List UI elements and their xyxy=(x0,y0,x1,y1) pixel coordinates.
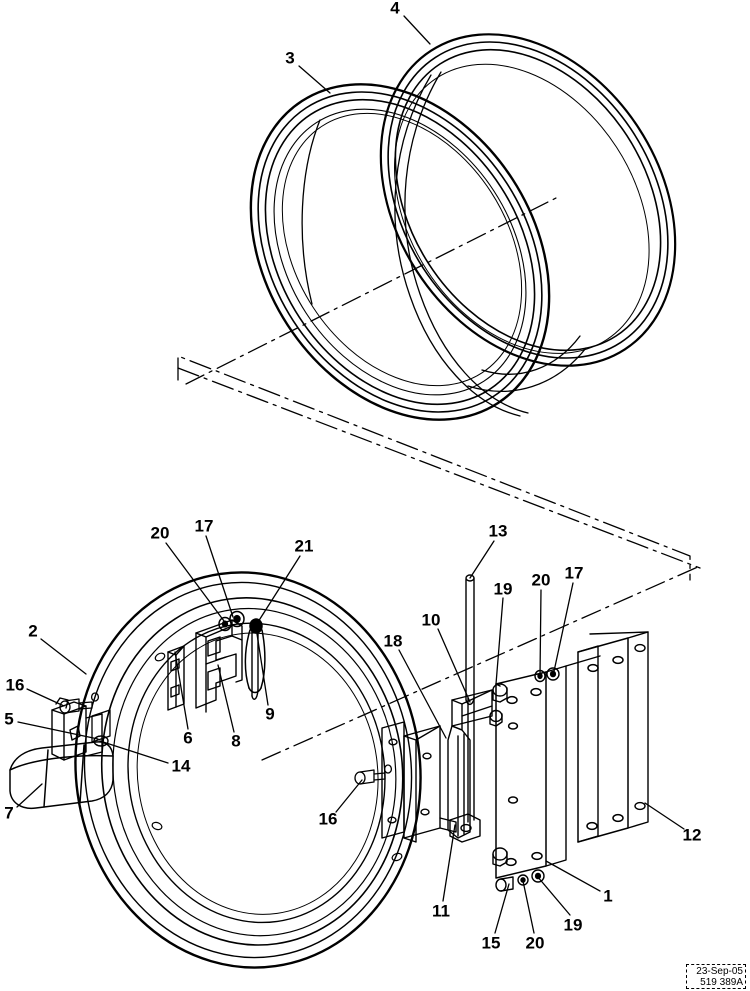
leader-line-7 xyxy=(16,783,43,808)
assembly-centerline xyxy=(177,355,701,581)
callout-number-12: 12 xyxy=(682,825,702,845)
hinge-block-part-10 xyxy=(451,689,493,731)
centerline-lower-axis xyxy=(261,565,701,761)
leader-line-2 xyxy=(40,638,87,675)
callout-number-17: 17 xyxy=(564,563,584,583)
hinge-leaf-part-8 xyxy=(195,619,243,713)
washer-part-20 xyxy=(218,616,232,632)
leader-line-3 xyxy=(298,65,331,94)
callout-number-5: 5 xyxy=(4,709,14,729)
leader-line-6 xyxy=(174,651,189,730)
callout-number-21: 21 xyxy=(294,536,314,556)
leader-line-17 xyxy=(205,535,234,618)
callout-number-7: 7 xyxy=(4,803,14,823)
leader-line-5 xyxy=(17,721,99,740)
fastener-part-16-right xyxy=(354,764,393,785)
leader-line-15 xyxy=(494,883,510,934)
hinge-post-part-13 xyxy=(465,574,475,706)
keeper-part-14 xyxy=(91,709,111,747)
fastener-part-16-left xyxy=(59,692,100,714)
leader-line-21 xyxy=(257,555,301,623)
leader-line-13 xyxy=(469,540,495,579)
callout-number-16: 16 xyxy=(5,675,25,695)
leader-line-14 xyxy=(99,740,169,764)
centerline-upper-axis xyxy=(185,195,561,385)
callout-number-2: 2 xyxy=(28,621,38,641)
callout-number-17: 17 xyxy=(194,516,214,536)
callout-number-19: 19 xyxy=(563,915,583,935)
hinge-plate-left xyxy=(381,721,405,839)
leader-line-17 xyxy=(552,582,574,677)
title-block-drawing-number: 519 389A xyxy=(700,976,743,988)
leader-line-10 xyxy=(437,628,471,703)
leader-line-20 xyxy=(539,589,542,677)
handle-part-7 xyxy=(9,741,114,810)
mounting-plate-flange-part-12 xyxy=(577,631,649,843)
leader-line-20 xyxy=(522,880,535,934)
leader-line-9 xyxy=(256,633,269,706)
door-ring-part-2 xyxy=(74,571,422,969)
leader-line-16 xyxy=(26,688,65,707)
callout-number-8: 8 xyxy=(231,731,241,751)
callout-number-20: 20 xyxy=(531,570,551,590)
mounting-plate-part-1 xyxy=(495,671,547,879)
leader-line-8 xyxy=(217,664,235,733)
ring-part-4 xyxy=(379,33,677,367)
plate-fasteners xyxy=(489,667,560,892)
callout-number-11: 11 xyxy=(432,901,450,921)
callout-number-9: 9 xyxy=(265,704,275,724)
callout-number-18: 18 xyxy=(383,631,403,651)
ring-part-3 xyxy=(249,83,551,421)
leader-line-19 xyxy=(495,597,504,685)
callout-number-19: 19 xyxy=(493,579,513,599)
callout-number-13: 13 xyxy=(488,521,508,541)
callout-number-3: 3 xyxy=(285,48,295,68)
rings-connecting-surface xyxy=(301,119,587,392)
latch-body-part-5 xyxy=(51,697,103,761)
callout-number-10: 10 xyxy=(421,610,441,630)
leader-line-19 xyxy=(536,875,571,916)
title-block: 23-Sep-05 519 389A xyxy=(686,964,746,989)
leader-line-12 xyxy=(644,802,685,830)
nut-part-17 xyxy=(229,610,245,628)
callout-number-4: 4 xyxy=(390,0,400,18)
callout-number-20: 20 xyxy=(525,933,545,953)
callout-number-1: 1 xyxy=(603,886,613,906)
title-block-date: 23-Sep-05 xyxy=(696,965,743,977)
leader-line-20 xyxy=(165,542,225,622)
ring-part-4-thickness xyxy=(394,71,529,417)
callout-number-20: 20 xyxy=(150,523,170,543)
callout-number-15: 15 xyxy=(481,933,501,953)
retaining-clip-part-21 xyxy=(244,618,266,694)
hinge-arm-part-18 xyxy=(447,696,481,843)
callout-number-14: 14 xyxy=(171,756,191,776)
leader-line-1 xyxy=(545,860,601,892)
callout-leader-lines xyxy=(16,15,685,934)
mounting-plate-part-12 xyxy=(577,637,629,843)
mounting-plate-flange-part-1 xyxy=(545,655,601,867)
leader-line-11 xyxy=(442,824,456,902)
leader-line-16 xyxy=(335,779,363,813)
callout-number-16: 16 xyxy=(318,809,338,829)
leader-line-18 xyxy=(398,649,447,739)
leader-line-4 xyxy=(403,15,431,45)
callout-number-6: 6 xyxy=(183,728,193,748)
